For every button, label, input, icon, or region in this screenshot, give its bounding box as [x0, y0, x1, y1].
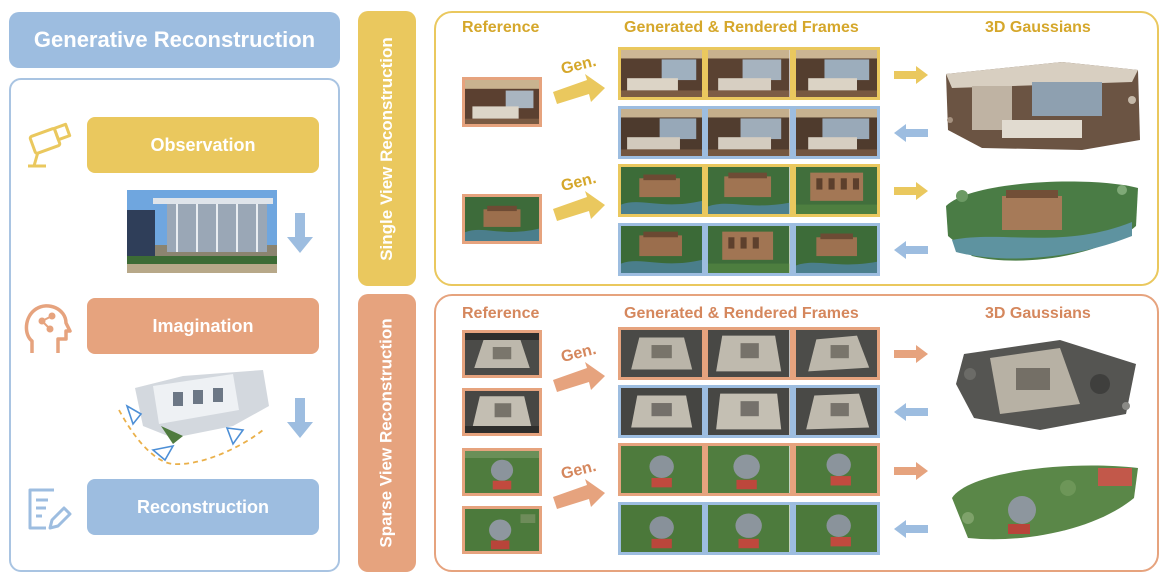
- single-view-label: Single View Reconstruction: [358, 11, 416, 286]
- generated-frames-row: [618, 443, 880, 496]
- gaussian-splat-courtyard: [950, 334, 1140, 434]
- generated-frame: [705, 443, 793, 496]
- generated-frame: [792, 443, 880, 496]
- rendered-frame: [705, 223, 793, 276]
- generated-frame: [618, 164, 706, 217]
- rendered-frames-row: [618, 502, 880, 555]
- gaussian-splat-castle: [942, 176, 1142, 266]
- diagram-title: Generative Reconstruction: [9, 12, 340, 68]
- rendered-frames-row: [618, 223, 880, 276]
- reference-header: Reference: [462, 19, 540, 36]
- rendered-frames-row: [618, 385, 880, 438]
- reference-image: [462, 388, 542, 436]
- down-arrow-icon: [287, 398, 313, 438]
- left-arrow-icon: [894, 241, 928, 259]
- generated-frame: [618, 327, 706, 380]
- generated-frame: [792, 327, 880, 380]
- generated-frame: [618, 47, 706, 100]
- rendered-frame: [705, 106, 793, 159]
- rendered-frame: [792, 223, 880, 276]
- gaussians-header: 3D Gaussians: [985, 19, 1091, 36]
- down-arrow-icon: [287, 213, 313, 253]
- gen-arrow-icon: [553, 362, 605, 392]
- frames-header: Generated & Rendered Frames: [624, 19, 859, 36]
- head-thinking-icon: [22, 303, 74, 355]
- rendered-frame: [618, 385, 706, 438]
- camera-icon: [22, 122, 74, 172]
- generated-frames-row: [618, 47, 880, 100]
- generated-frame: [705, 47, 793, 100]
- reference-image: [462, 77, 542, 127]
- generated-frames-row: [618, 327, 880, 380]
- imagination-step: Imagination: [87, 298, 319, 354]
- rendered-frame: [618, 106, 706, 159]
- left-arrow-icon: [894, 520, 928, 538]
- reference-image: [462, 194, 542, 244]
- generated-frame: [792, 164, 880, 217]
- reference-image: [462, 448, 542, 496]
- observation-step: Observation: [87, 117, 319, 173]
- rendered-frames-row: [618, 106, 880, 159]
- rendered-frame: [618, 223, 706, 276]
- gen-arrow-icon: [553, 479, 605, 509]
- left-arrow-icon: [894, 124, 928, 142]
- gaussians-header: 3D Gaussians: [985, 305, 1091, 322]
- left-arrow-icon: [894, 403, 928, 421]
- gen-arrow-icon: [553, 191, 605, 221]
- gaussian-splat-living-room: [942, 60, 1142, 155]
- generated-frame: [705, 327, 793, 380]
- rendered-frame: [705, 385, 793, 438]
- reconstruction-step: Reconstruction: [87, 479, 319, 535]
- single-view-label-text: Single View Reconstruction: [377, 36, 397, 261]
- generated-frame: [705, 164, 793, 217]
- reference-image: [462, 330, 542, 378]
- rendered-frame: [792, 502, 880, 555]
- gaussian-splat-campus: [948, 458, 1142, 544]
- document-edit-icon: [24, 484, 72, 532]
- right-arrow-icon: [894, 345, 928, 363]
- rendered-frame: [792, 106, 880, 159]
- rendered-frame: [618, 502, 706, 555]
- rendered-frame: [792, 385, 880, 438]
- frames-header: Generated & Rendered Frames: [624, 305, 859, 322]
- generated-frames-row: [618, 164, 880, 217]
- generated-frame: [618, 443, 706, 496]
- rendered-frame: [705, 502, 793, 555]
- gen-arrow-icon: [553, 74, 605, 104]
- observation-photo: [127, 190, 277, 273]
- generated-frame: [792, 47, 880, 100]
- right-arrow-icon: [894, 182, 928, 200]
- right-arrow-icon: [894, 66, 928, 84]
- right-arrow-icon: [894, 462, 928, 480]
- reference-header: Reference: [462, 305, 540, 322]
- sparse-view-label-text: Sparse View Reconstruction: [377, 318, 397, 548]
- imagination-render: [113, 366, 273, 472]
- reference-image: [462, 506, 542, 554]
- sparse-view-label: Sparse View Reconstruction: [358, 294, 416, 572]
